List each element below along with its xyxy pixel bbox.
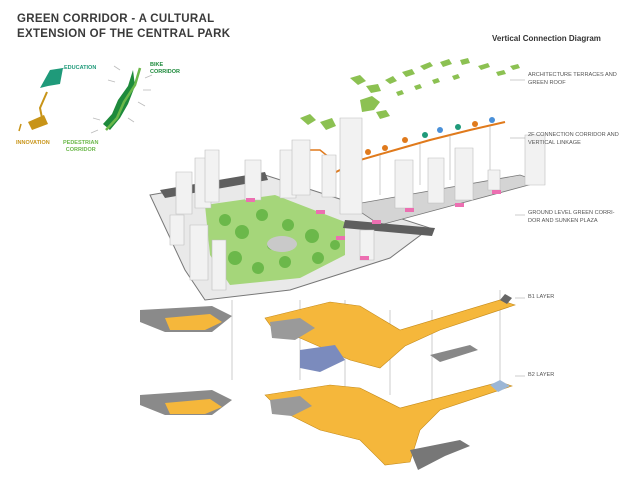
legend-pedestrian-line2: CORRIDOR [65, 147, 96, 153]
ground-level-layer [149, 117, 546, 301]
pedestrian-corridor-shape [105, 67, 142, 131]
label-b2: B2 LAYER [528, 372, 555, 378]
page-title: GREEN CORRIDOR - A CULTURAL EXTENSION OF… [17, 12, 230, 42]
label-terraces-line2: GREEN ROOF [528, 79, 566, 86]
title-line-2: EXTENSION OF THE CENTRAL PARK [17, 28, 231, 40]
green-roof-layer [300, 58, 520, 130]
b1-layer [140, 294, 516, 372]
legend-bike-line2: CORRIDOR [150, 69, 180, 75]
legend-graphic [18, 65, 153, 134]
b2-layer [140, 380, 513, 470]
bike-corridor-shape [103, 70, 135, 130]
label-connection-line2: VERTICAL LINKAGE [528, 139, 581, 146]
legend-innovation-label: INNOVATION [16, 140, 50, 146]
innovation-shape [28, 115, 48, 130]
diagram-title: Vertical Connection Diagram [492, 34, 601, 43]
legend-bike-line1: BIKE [150, 62, 164, 68]
title-line-1: GREEN CORRIDOR - A CULTURAL [17, 13, 215, 25]
label-ground-line1: GROUND LEVEL GREEN CORRI- [528, 210, 615, 216]
innovation-dash [18, 123, 22, 132]
legend-pedestrian-line1: PEDESTRIAN [63, 140, 99, 146]
label-terraces: ARCHITECTURE TERRACES AND GREEN ROOF [528, 72, 617, 87]
leader-lines [510, 79, 525, 377]
label-ground: GROUND LEVEL GREEN CORRI- DOR AND SUNKEN… [528, 210, 615, 225]
label-b1: B1 LAYER [528, 294, 555, 300]
label-terraces-line1: ARCHITECTURE TERRACES AND [528, 72, 617, 78]
innovation-line [38, 91, 48, 119]
label-ground-line2: DOR AND SUNKEN PLAZA [528, 217, 598, 224]
corridor-arrows [90, 65, 153, 134]
education-shape [40, 68, 63, 88]
legend-pedestrian-label: PEDESTRIAN CORRIDOR [63, 140, 98, 154]
legend-education-label: EDUCATION [64, 65, 97, 71]
label-connection-line1: 2F CONNECTION CORRIDOR AND [528, 132, 619, 138]
label-connection: 2F CONNECTION CORRIDOR AND VERTICAL LINK… [528, 132, 619, 147]
legend-bike-label: BIKE CORRIDOR [150, 62, 180, 76]
